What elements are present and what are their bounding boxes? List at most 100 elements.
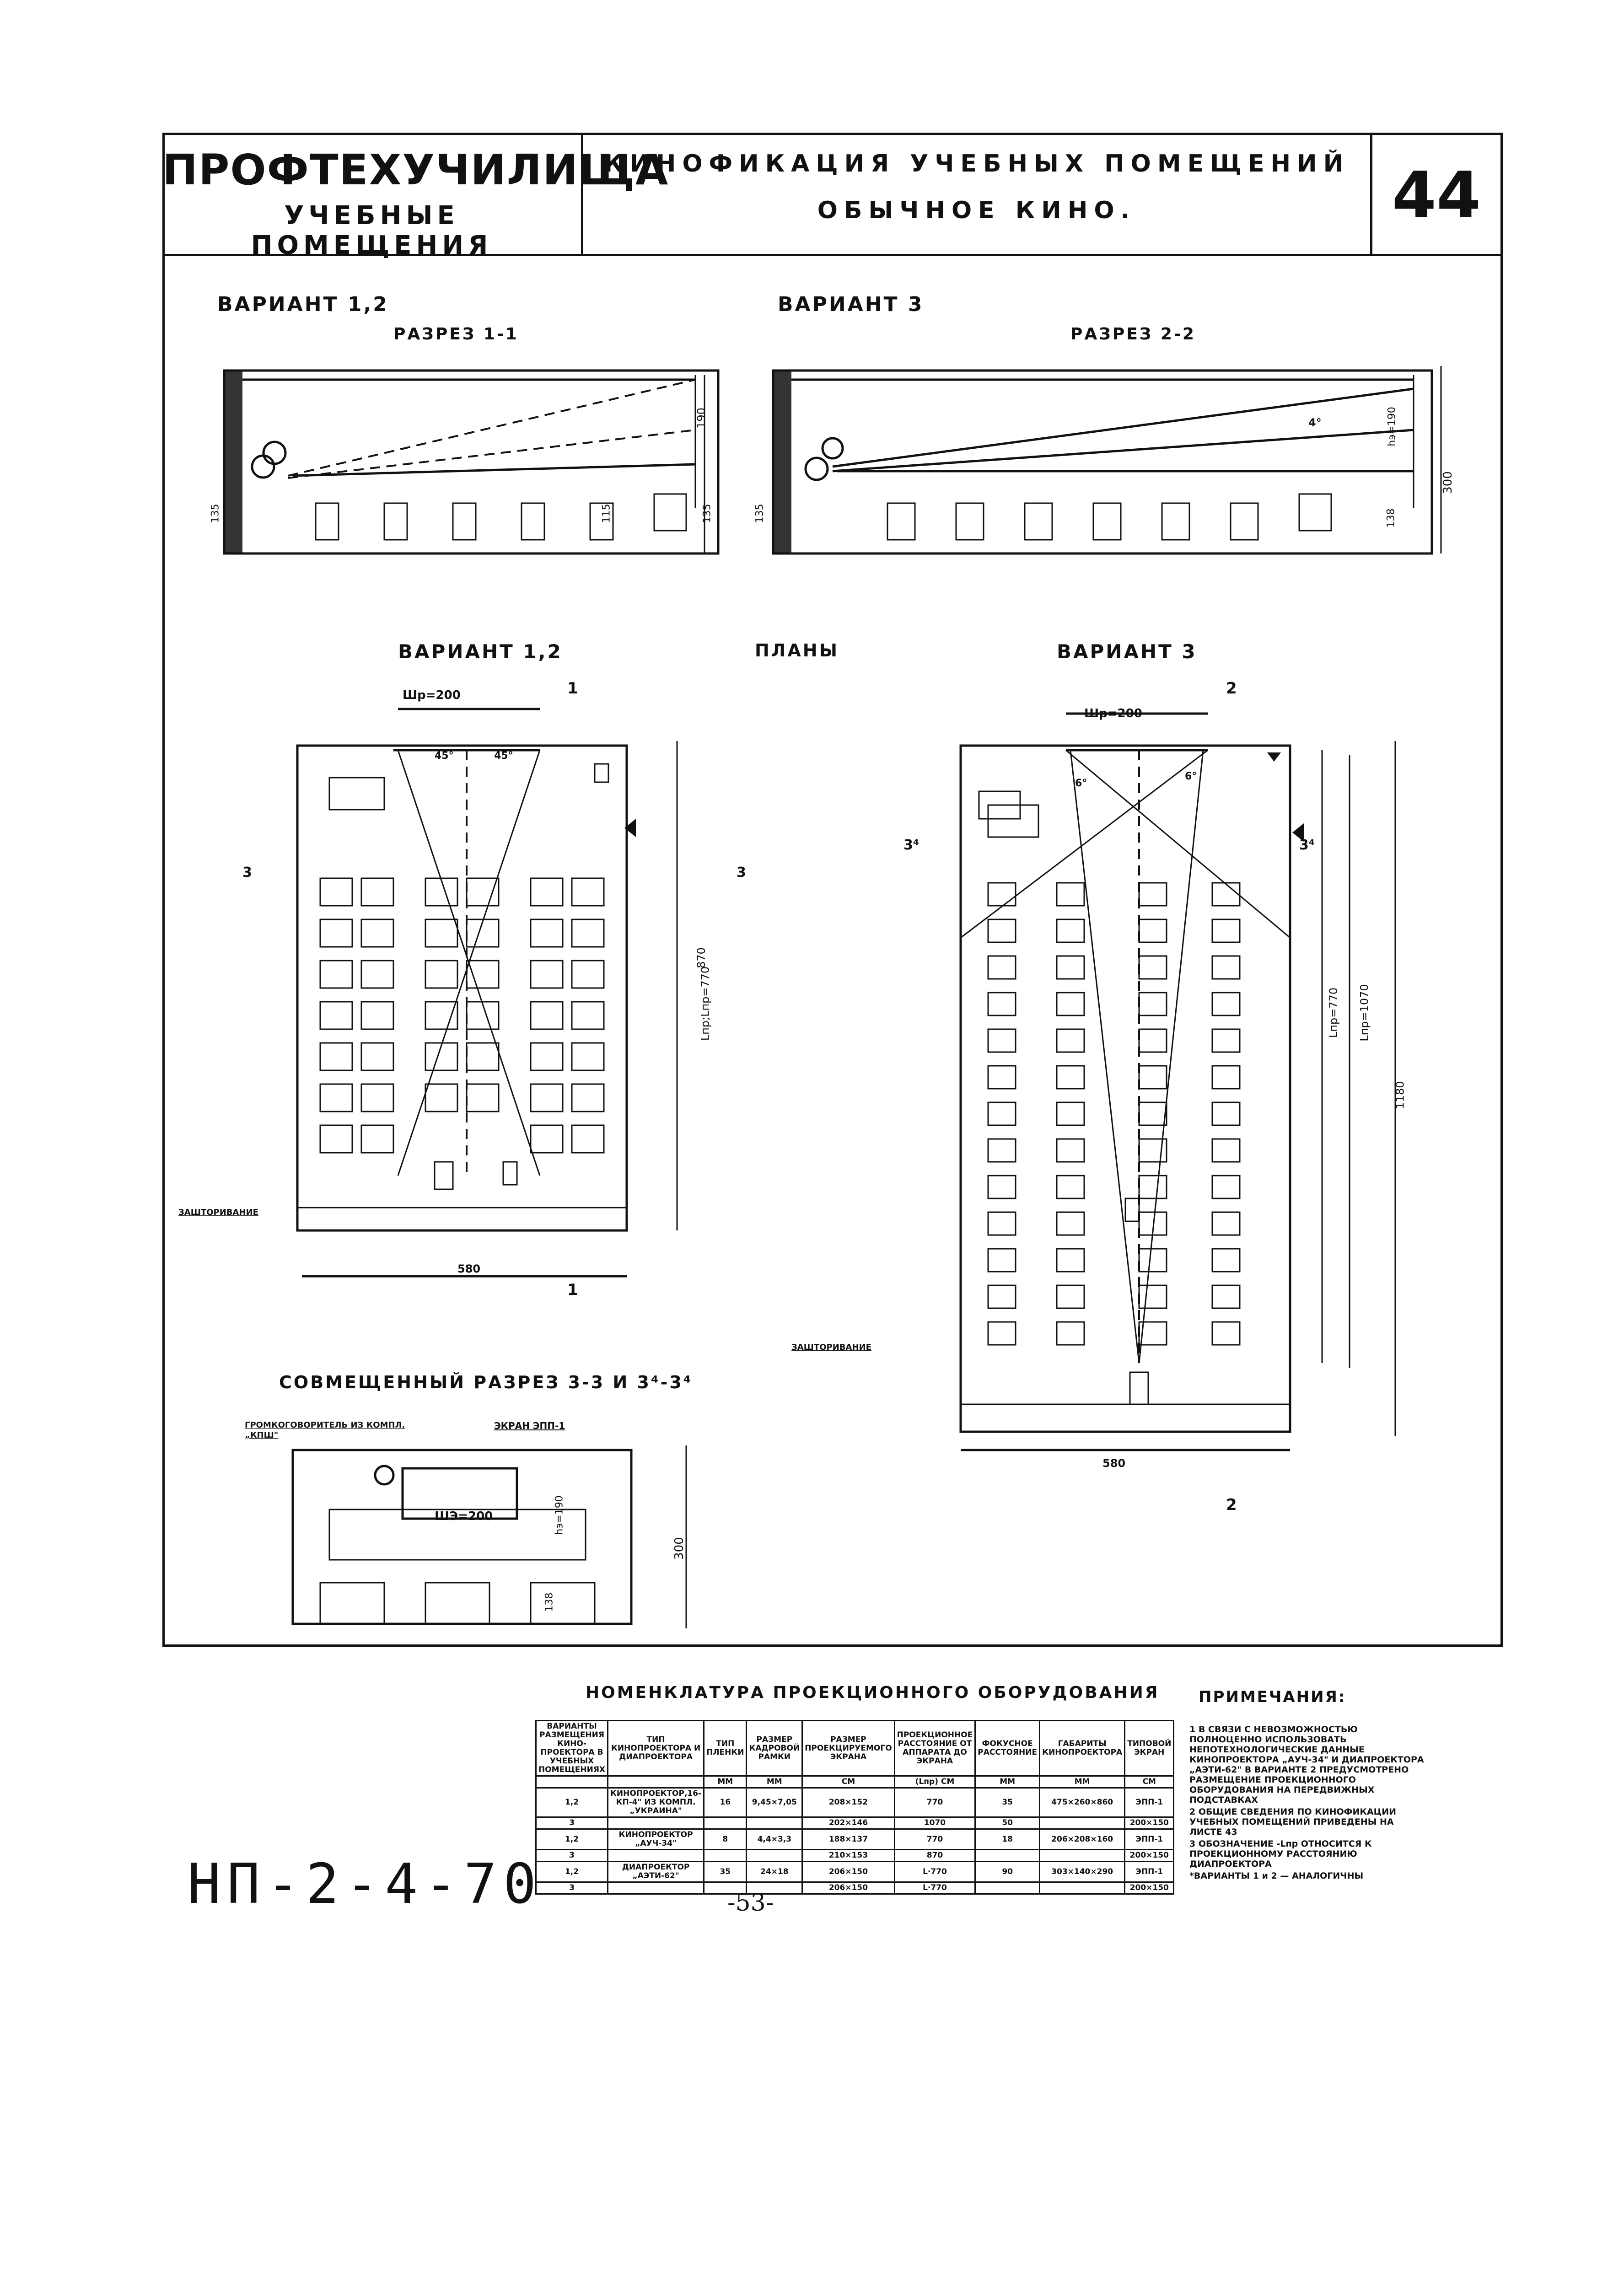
plan-variant-3 bbox=[959, 712, 1396, 1451]
cell: 475×260×860 bbox=[1039, 1787, 1126, 1818]
plans-label: ПЛАНЫ bbox=[755, 640, 839, 661]
title-block: ПРОФТЕХУЧИЛИЩА УЧЕБНЫЕ ПОМЕЩЕНИЯ КИНОФИК… bbox=[162, 133, 1503, 260]
th-frame: РАЗМЕР КАДРОВОЙ РАМКИ bbox=[746, 1720, 803, 1777]
variant-12-plan-label: ВАРИАНТ 1,2 bbox=[398, 640, 563, 663]
title-block-subject: КИНОФИКАЦИЯ УЧЕБНЫХ ПОМЕЩЕНИЙ ОБЫЧНОЕ КИ… bbox=[583, 133, 1372, 254]
sheet-frame bbox=[162, 133, 1503, 1647]
subject-line-1: КИНОФИКАЦИЯ УЧЕБНЫХ ПОМЕЩЕНИЙ bbox=[603, 150, 1350, 177]
title-block-left: ПРОФТЕХУЧИЛИЩА УЧЕБНЫЕ ПОМЕЩЕНИЯ bbox=[162, 133, 669, 260]
cell bbox=[746, 1816, 803, 1830]
speaker-label: ГРОМКОГОВОРИТЕЛЬ ИЗ КОМПЛ.„КПШ" bbox=[245, 1420, 405, 1440]
cell bbox=[974, 1881, 1041, 1895]
cell bbox=[703, 1816, 747, 1830]
unit-cell bbox=[535, 1775, 609, 1789]
cell: 202×146 bbox=[801, 1816, 895, 1830]
section-11-label: РАЗРЕЗ 1-1 bbox=[393, 325, 519, 344]
cell: 206×150 bbox=[801, 1881, 895, 1895]
cell bbox=[1039, 1849, 1126, 1862]
title-sub: УЧЕБНЫЕ ПОМЕЩЕНИЯ bbox=[251, 201, 493, 260]
dim-580-a: 580 bbox=[457, 1262, 481, 1275]
unit-cell: СМ bbox=[801, 1775, 895, 1789]
cell bbox=[703, 1881, 747, 1895]
dim-300-b: 300 bbox=[672, 1537, 686, 1560]
equipment-table: ВАРИАНТЫ РАЗМЕЩЕНИЯ КИНО-ПРОЕКТОРА В УЧЕ… bbox=[535, 1720, 1175, 1895]
cell: 90 bbox=[974, 1861, 1041, 1883]
th-type: ТИП КИНОПРОЕКТОРА И ДИАПРОЕКТОРА bbox=[607, 1720, 705, 1777]
section-22-drawing bbox=[772, 366, 1442, 555]
dim-lpr-1070: Lпр=1070 bbox=[1358, 984, 1371, 1042]
section-22-label: РАЗРЕЗ 2-2 bbox=[1070, 325, 1196, 344]
unit-cell: ММ bbox=[703, 1775, 747, 1789]
dim-135-c: 135 bbox=[754, 504, 766, 523]
notes-title: ПРИМЕЧАНИЯ: bbox=[1199, 1688, 1346, 1706]
cell: КИНОПРОЕКТОР,16-КП-4" ИЗ КОМПЛ.„УКРАИНА" bbox=[607, 1787, 705, 1818]
cell: 770 bbox=[893, 1828, 976, 1850]
cell: 35 bbox=[703, 1861, 747, 1883]
curtain-label-a: ЗАШТОРИВАНИЕ bbox=[178, 1208, 258, 1217]
cell bbox=[703, 1849, 747, 1862]
dim-870: 870 bbox=[694, 947, 708, 968]
table-row: 3 210×153 870 200×150 bbox=[535, 1849, 1175, 1862]
cell bbox=[607, 1849, 705, 1862]
drawing-code: НП-2-4-70 bbox=[188, 1853, 543, 1916]
combined-section-label: СОВМЕЩЕННЫЙ РАЗРЕЗ 3-3 И 3⁴-3⁴ bbox=[279, 1372, 693, 1392]
th-dist: ПРОЕКЦИОННОЕ РАССТОЯНИЕ ОТ АППАРАТА ДО Э… bbox=[893, 1720, 976, 1777]
section-11-drawing bbox=[223, 369, 720, 555]
dim-lpr-770-b: Lпр=770 bbox=[1327, 987, 1340, 1038]
angle-45-b: 45° bbox=[494, 750, 513, 762]
note-1: 1 В СВЯЗИ С НЕВОЗМОЖНОСТЬЮ ПОЛНОЦЕННО ИС… bbox=[1189, 1724, 1424, 1805]
dim-138-a: 138 bbox=[1385, 508, 1397, 528]
dim-138-b: 138 bbox=[543, 1592, 555, 1612]
cell bbox=[974, 1849, 1041, 1862]
cell: 200×150 bbox=[1124, 1816, 1175, 1830]
cell: ЭПП-1 bbox=[1124, 1787, 1175, 1818]
angle-6-a: 6° bbox=[1075, 778, 1087, 789]
cell bbox=[1039, 1816, 1126, 1830]
cell: 210×153 bbox=[801, 1849, 895, 1862]
cell: 50 bbox=[974, 1816, 1041, 1830]
cell: 8 bbox=[703, 1828, 747, 1850]
table-row: 1,2 КИНОПРОЕКТОР,16-КП-4" ИЗ КОМПЛ.„УКРА… bbox=[535, 1787, 1175, 1818]
th-std: ТИПОВОЙ ЭКРАН bbox=[1124, 1720, 1175, 1777]
cell bbox=[1039, 1881, 1126, 1895]
dim-wr200-a: Шр=200 bbox=[403, 688, 461, 702]
dim-580-b: 580 bbox=[1102, 1457, 1126, 1470]
sheet-number-text: 44 bbox=[1392, 158, 1481, 233]
unit-cell: ММ bbox=[746, 1775, 803, 1789]
title-main: ПРОФТЕХУЧИЛИЩА bbox=[162, 145, 669, 194]
cell: 18 bbox=[974, 1828, 1041, 1850]
notes-block: 1 В СВЯЗИ С НЕВОЗМОЖНОСТЬЮ ПОЛНОЦЕННО ИС… bbox=[1189, 1724, 1427, 1881]
cell: 1,2 bbox=[535, 1861, 609, 1883]
cell bbox=[607, 1816, 705, 1830]
cell: 200×150 bbox=[1124, 1849, 1175, 1862]
th-variant: ВАРИАНТЫ РАЗМЕЩЕНИЯ КИНО-ПРОЕКТОРА В УЧЕ… bbox=[535, 1720, 609, 1777]
angle-45-a: 45° bbox=[435, 750, 454, 762]
cell: ЭПП-1 bbox=[1124, 1828, 1175, 1850]
dim-h190-b: hэ=190 bbox=[554, 1495, 565, 1535]
dim-we200: ШЭ=200 bbox=[435, 1509, 493, 1523]
mark-1-top: 1 bbox=[567, 679, 578, 698]
mark-34-right: 3⁴ bbox=[1299, 837, 1315, 853]
cell: 3 bbox=[535, 1849, 609, 1862]
cell: 870 bbox=[893, 1849, 976, 1862]
note-4: *ВАРИАНТЫ 1 и 2 — АНАЛОГИЧНЫ bbox=[1189, 1871, 1364, 1881]
cell: 35 bbox=[974, 1787, 1041, 1818]
cell: ЭПП-1 bbox=[1124, 1861, 1175, 1883]
dim-lpr-770-a: Lпр;Lпр=770 bbox=[699, 966, 712, 1041]
curtain-label-b: ЗАШТОРИВАНИЕ bbox=[791, 1343, 871, 1352]
dim-h190: hэ=190 bbox=[1386, 407, 1398, 446]
cell: ДИАПРОЕКТОР „АЭТИ-62" bbox=[607, 1861, 705, 1883]
cell: КИНОПРОЕКТОР „АУЧ-34" bbox=[607, 1828, 705, 1850]
screen-label: ЭКРАН ЭПП-1 bbox=[494, 1420, 565, 1431]
dim-190-a: 190 bbox=[694, 408, 708, 429]
angle-4-deg: 4° bbox=[1308, 416, 1322, 429]
unit-cell: ММ bbox=[974, 1775, 1041, 1789]
mark-3-right: 3 bbox=[737, 865, 746, 881]
dim-135-a: 135 bbox=[701, 504, 713, 523]
variant-12-top-label: ВАРИАНТ 1,2 bbox=[217, 293, 389, 316]
cell: 9,45×7,05 bbox=[746, 1787, 803, 1818]
unit-cell: (Lпр) СМ bbox=[893, 1775, 976, 1789]
cell: 3 bbox=[535, 1881, 609, 1895]
table-row: 1,2 ДИАПРОЕКТОР „АЭТИ-62" 35 24×18 206×1… bbox=[535, 1861, 1175, 1883]
table-row: 1,2 КИНОПРОЕКТОР „АУЧ-34" 8 4,4×3,3 188×… bbox=[535, 1828, 1175, 1850]
